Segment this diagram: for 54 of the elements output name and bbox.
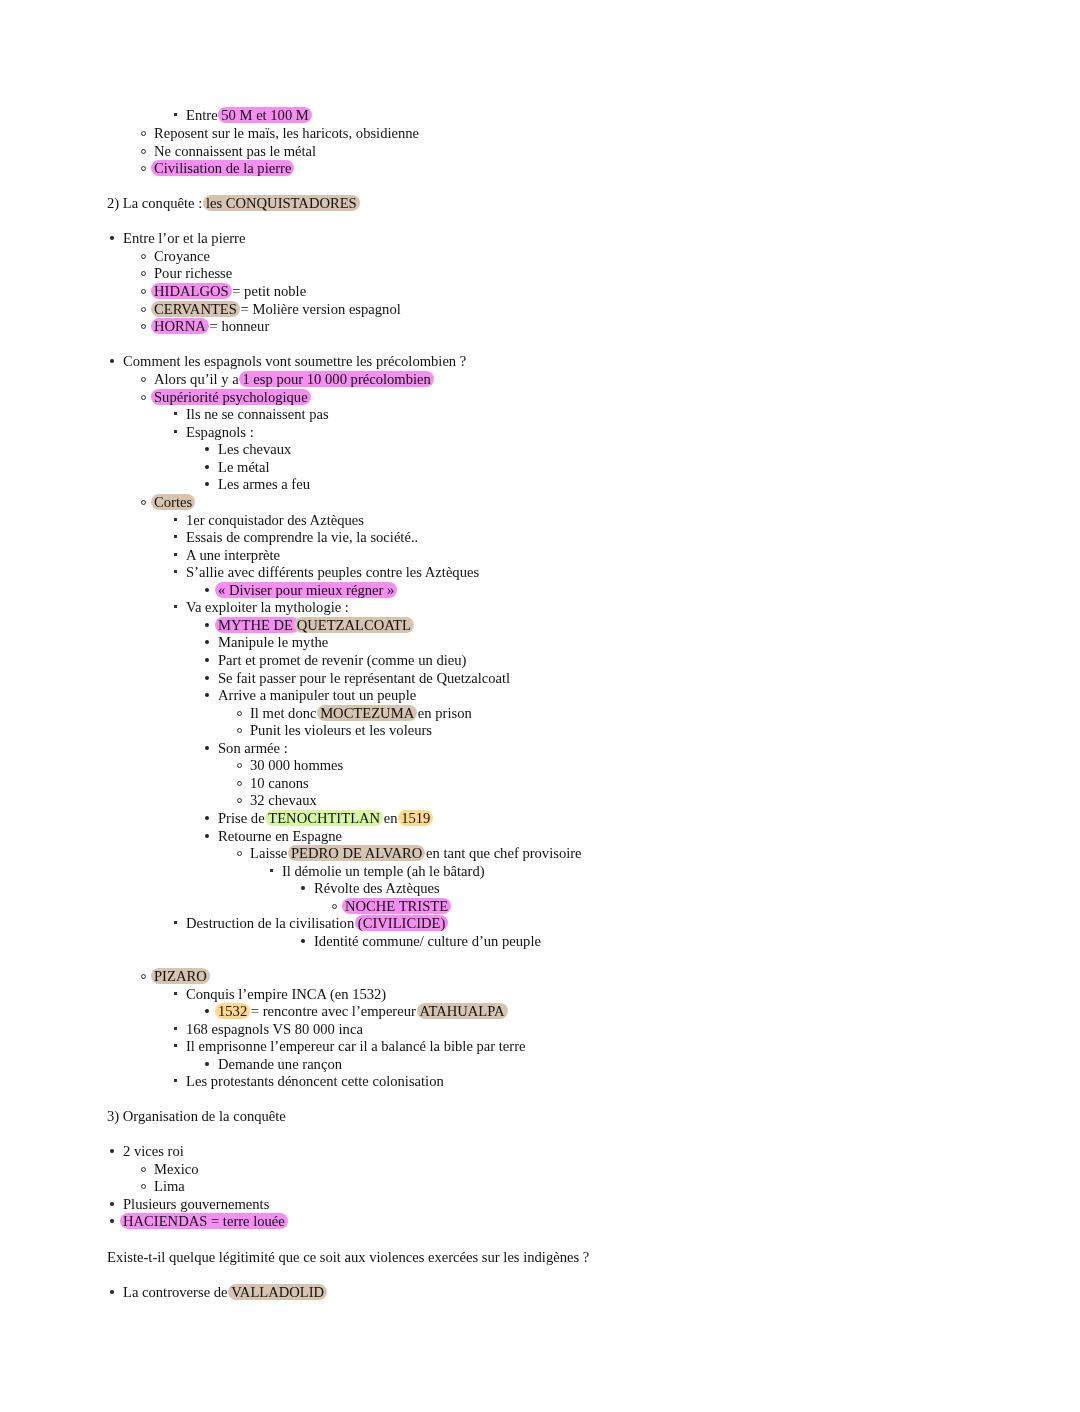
list-item: 1532 = rencontre avec l’empereur ATAHUALPA [204, 1002, 505, 1020]
list-item: CERVANTES = Molière version espagnol [140, 300, 401, 318]
list-item: Identité commune/ culture d’un peuple [300, 932, 541, 950]
list-item: Entre 50 M et 100 M [172, 106, 309, 124]
list-item: Plusieurs gouvernements [109, 1195, 270, 1213]
list-item: Se fait passer pour le représentant de Quetzalcoatl [204, 669, 511, 687]
list-item: Laisse PEDRO DE ALVARO en tant que chef provisoire [236, 844, 582, 862]
list-item: « Diviser pour mieux régner » [204, 581, 395, 599]
list-item: Conquis l’empire INCA (en 1532) [172, 985, 387, 1003]
list-item: Son armée : [204, 739, 288, 757]
list-item: Il met donc MOCTEZUMA en prison [236, 704, 472, 722]
list-item: La controverse de VALLADOLID [109, 1283, 325, 1301]
list-item: Croyance [140, 247, 210, 265]
list-item: Les armes a feu [204, 475, 310, 493]
section-heading: 2) La conquête : les CONQUISTADORES [107, 194, 357, 212]
list-item: Ils ne se connaissent pas [172, 405, 329, 423]
list-item: HORNA = honneur [140, 317, 270, 335]
list-item: Lima [140, 1177, 185, 1195]
list-item: HIDALGOS = petit noble [140, 282, 307, 300]
list-item: A une interprète [172, 546, 280, 564]
list-item: Destruction de la civilisation (CIVILICIDE) [172, 914, 446, 932]
list-item: Essais de comprendre la vie, la société.. [172, 528, 419, 546]
list-item: 10 canons [236, 774, 309, 792]
list-item: 32 chevaux [236, 791, 317, 809]
list-item: Les chevaux [204, 440, 292, 458]
list-item: 30 000 hommes [236, 756, 344, 774]
list-item: Révolte des Aztèques [300, 879, 440, 897]
list-item: Retourne en Espagne [204, 827, 342, 845]
list-item: Arrive a manipuler tout un peuple [204, 686, 417, 704]
list-item: HACIENDAS = terre louée [109, 1212, 285, 1230]
list-item: Il emprisonne l’empereur car il a balancé la bible par terre [172, 1037, 526, 1055]
list-item: Mexico [140, 1160, 199, 1178]
list-item: Va exploiter la mythologie : [172, 598, 349, 616]
list-item: Il démolie un temple (ah le bâtard) [268, 862, 485, 880]
list-item: Espagnols : [172, 423, 254, 441]
list-item: Demande une rançon [204, 1055, 342, 1073]
list-item: Comment les espagnols vont soumettre les précolombien ? [109, 352, 467, 370]
list-item: Manipule le mythe [204, 633, 329, 651]
section-heading: 3) Organisation de la conquête [107, 1107, 286, 1125]
list-item: Part et promet de revenir (comme un dieu) [204, 651, 467, 669]
list-item: Le métal [204, 458, 270, 476]
list-item: Entre l’or et la pierre [109, 229, 246, 247]
section-heading: Existe-t-il quelque légitimité que ce soit aux violences exercées sur les indigènes ? [107, 1248, 590, 1266]
list-item: MYTHE DE QUETZALCOATL [204, 616, 411, 634]
list-item: Ne connaissent pas le métal [140, 142, 317, 160]
list-item: Prise de TENOCHTITLAN en 1519 [204, 809, 431, 827]
list-item: 2 vices roi [109, 1142, 184, 1160]
list-item: 168 espagnols VS 80 000 inca [172, 1020, 363, 1038]
list-item: 1er conquistador des Aztèques [172, 511, 364, 529]
list-item: Les protestants dénoncent cette colonisation [172, 1072, 444, 1090]
list-item: Pour richesse [140, 264, 233, 282]
list-item: S’allie avec différents peuples contre les Aztèques [172, 563, 480, 581]
list-item: Punit les violeurs et les voleurs [236, 721, 432, 739]
list-item: Reposent sur le maïs, les haricots, obsidienne [140, 124, 420, 142]
